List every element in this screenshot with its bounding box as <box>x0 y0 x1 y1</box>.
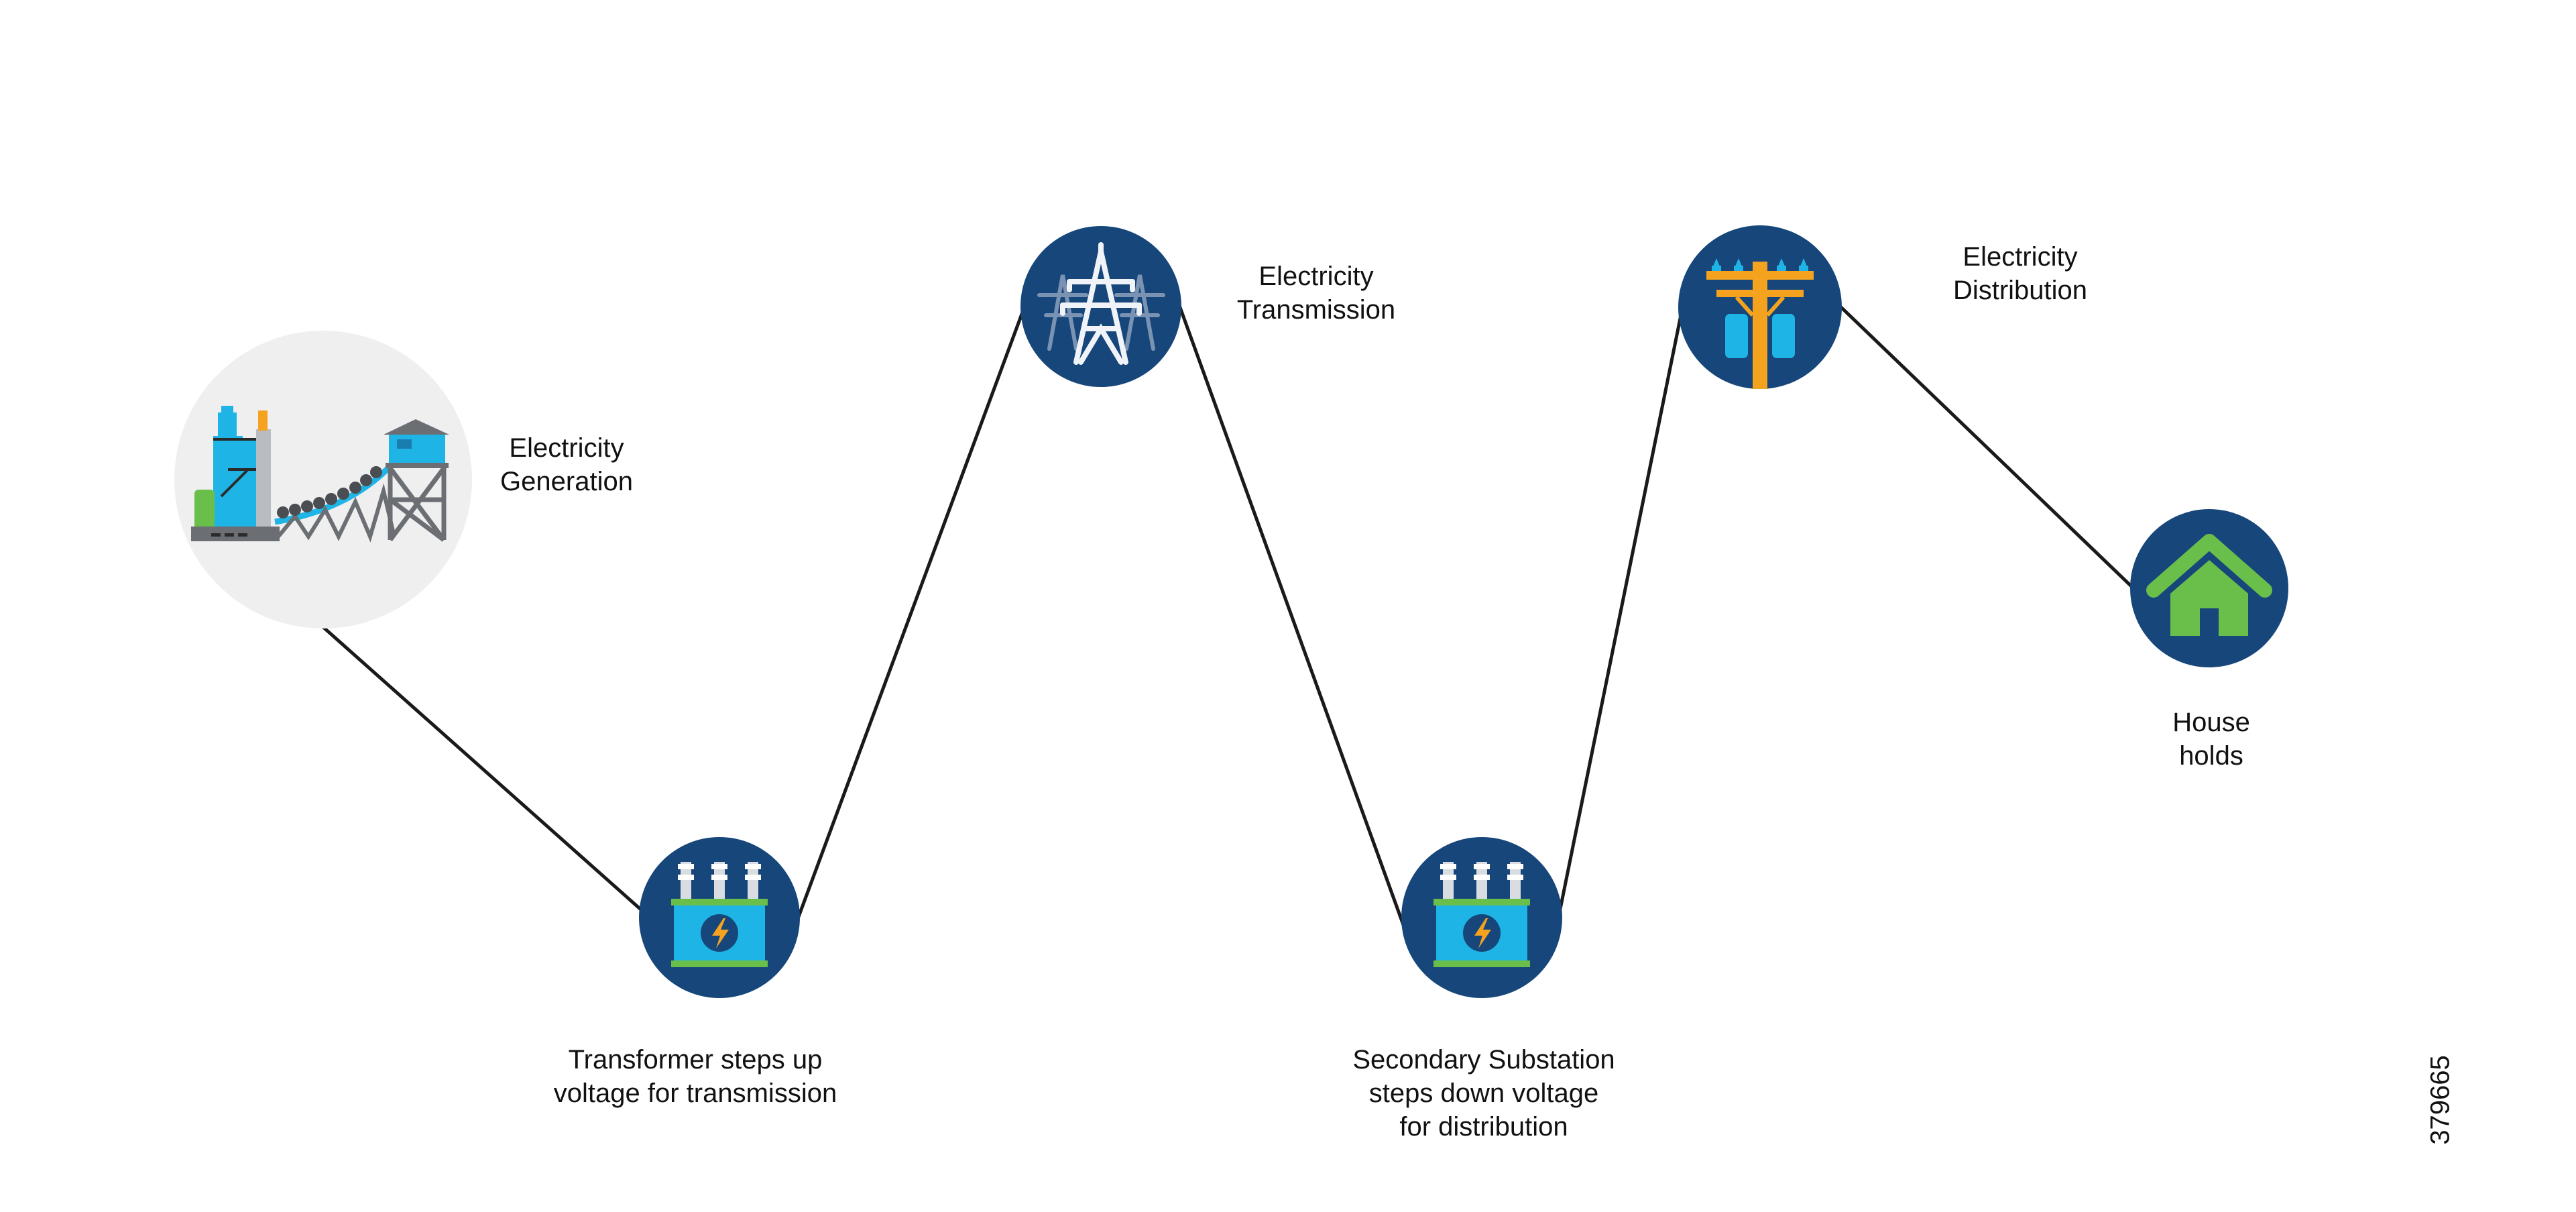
power-plant-icon <box>191 406 449 543</box>
connector-step-down-to-distribution <box>1556 305 1685 923</box>
connector-distribution-to-households <box>1826 292 2137 592</box>
transformer-icon <box>671 862 768 967</box>
node-distribution <box>1678 225 1842 389</box>
connector-step-up-to-transmission <box>795 308 1026 923</box>
connector-lines <box>322 292 2137 933</box>
house-icon <box>2146 534 2272 636</box>
node-households <box>2130 509 2288 667</box>
connector-transmission-to-step-down <box>1176 301 1408 933</box>
node-transmission <box>1020 226 1181 387</box>
transmission-tower-icon <box>1037 242 1165 365</box>
utility-pole-icon <box>1706 258 1814 389</box>
transformer-icon <box>1433 862 1530 967</box>
node-generation <box>174 331 472 628</box>
node-step-down <box>1401 837 1562 998</box>
figure-id: 379665 <box>2425 1055 2455 1145</box>
connector-generation-to-step-up <box>322 626 644 912</box>
node-step-up <box>639 837 800 998</box>
